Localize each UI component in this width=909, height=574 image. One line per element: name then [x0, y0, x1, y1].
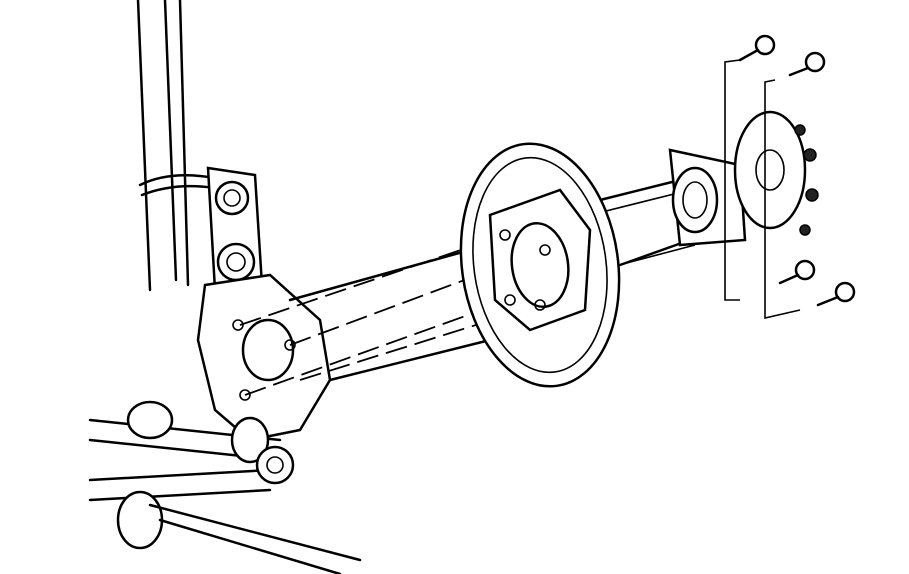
hub-bolts: [724, 34, 856, 320]
axle-lines: [288, 178, 692, 382]
tie-rod-assembly: [88, 400, 362, 574]
backing-plate: [459, 142, 621, 388]
steering-knuckle: [196, 273, 332, 442]
strut-bracket: [206, 166, 264, 292]
hub-bearing: [668, 110, 819, 247]
strut-tube: [136, 0, 217, 292]
